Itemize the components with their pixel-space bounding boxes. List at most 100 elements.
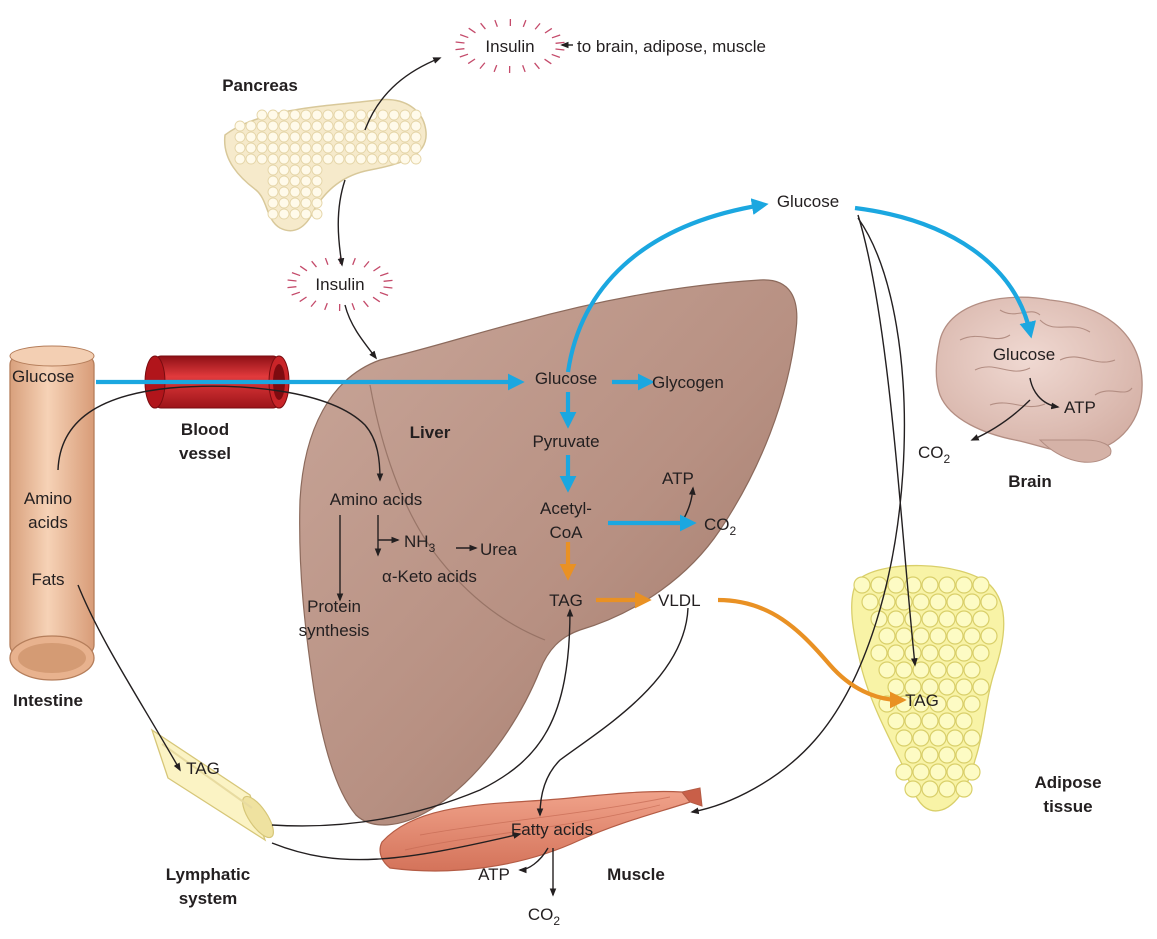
tissue-cell	[400, 154, 410, 164]
tissue-cell	[301, 121, 311, 131]
tissue-cell	[400, 132, 410, 142]
tissue-cell	[905, 781, 921, 797]
tissue-cell	[235, 143, 245, 153]
insulin-ray	[364, 261, 369, 267]
tissue-cell	[235, 154, 245, 164]
tissue-cell	[905, 747, 921, 763]
tissue-cell	[257, 132, 267, 142]
tissue-cell	[268, 121, 278, 131]
tissue-cell	[268, 165, 278, 175]
tissue-cell	[235, 132, 245, 142]
tissue-cell	[257, 143, 267, 153]
tissue-cell	[922, 747, 938, 763]
tissue-cell	[268, 132, 278, 142]
tissue-cell	[345, 121, 355, 131]
tissue-cell	[334, 110, 344, 120]
insulin-ray	[364, 301, 369, 307]
tissue-cell	[896, 628, 912, 644]
tissue-cell	[290, 209, 300, 219]
insulin-ray	[552, 35, 560, 38]
fats-label: Fats	[31, 570, 64, 589]
insulin-ray	[373, 266, 380, 271]
tissue-cell	[930, 662, 946, 678]
tissue-cell	[323, 154, 333, 164]
tissue-cell	[939, 747, 955, 763]
co2-muscle-label: CO2	[528, 905, 561, 928]
tissue-cell	[257, 121, 267, 131]
tissue-cell	[871, 645, 887, 661]
tissue-cell	[301, 110, 311, 120]
tissue-cell	[334, 143, 344, 153]
tag-lymph-label: TAG	[186, 759, 220, 778]
tissue-cell	[956, 781, 972, 797]
tissue-cell	[922, 645, 938, 661]
tissue-cell	[879, 662, 895, 678]
tissue-cell	[268, 143, 278, 153]
co2-brain-label: CO2	[918, 443, 951, 466]
vldl-label: VLDL	[658, 591, 701, 610]
insulin-ray	[495, 20, 497, 27]
arrow-insulin-to-liver	[345, 305, 376, 358]
tissue-cell	[301, 209, 311, 219]
tissue-cell	[389, 154, 399, 164]
insulin-ray	[384, 280, 393, 281]
tissue-cell	[411, 143, 421, 153]
tissue-cell	[964, 662, 980, 678]
tissue-cell	[947, 662, 963, 678]
tissue-cell	[378, 154, 388, 164]
tissue-cell	[389, 132, 399, 142]
insulin-ray	[384, 287, 393, 288]
tissue-cell	[947, 730, 963, 746]
insulin-ray	[460, 54, 468, 57]
tissue-cell	[268, 198, 278, 208]
tag-liver-label: TAG	[549, 591, 583, 610]
adipose-label-line2: tissue	[1043, 797, 1092, 816]
pancreas-label: Pancreas	[222, 76, 298, 95]
insulin-ray	[545, 28, 552, 33]
tissue-cell	[913, 628, 929, 644]
tissue-cell	[964, 628, 980, 644]
tissue-cell	[290, 110, 300, 120]
tissue-cell	[411, 110, 421, 120]
tissue-cell	[964, 594, 980, 610]
tissue-cell	[981, 628, 997, 644]
tissue-cell	[973, 611, 989, 627]
tissue-cell	[947, 764, 963, 780]
tissue-cell	[312, 110, 322, 120]
insulin-ray	[460, 35, 468, 38]
acetyl-coa-label-line1: Acetyl-	[540, 499, 592, 518]
tissue-cell	[854, 577, 870, 593]
tissue-cell	[279, 121, 289, 131]
tissue-cell	[345, 143, 355, 153]
tissue-cell	[879, 628, 895, 644]
pyruvate-label: Pyruvate	[532, 432, 599, 451]
tissue-cell	[973, 679, 989, 695]
tissue-cell	[389, 110, 399, 120]
tissue-cell	[930, 764, 946, 780]
insulin-ray	[311, 301, 316, 307]
glycogen-label: Glycogen	[652, 373, 724, 392]
tissue-cell	[301, 154, 311, 164]
brain-organ	[936, 297, 1142, 462]
tissue-cell	[913, 730, 929, 746]
amino-acids-intestine-line1: Amino	[24, 489, 72, 508]
tissue-cell	[301, 132, 311, 142]
tissue-cell	[964, 764, 980, 780]
tissue-cell	[290, 154, 300, 164]
tag-adipose-label: TAG	[905, 691, 939, 710]
tissue-cell	[367, 143, 377, 153]
tissue-cell	[312, 187, 322, 197]
keto-acids-label: α-Keto acids	[382, 567, 477, 586]
insulin-ray	[552, 54, 560, 57]
tissue-cell	[947, 594, 963, 610]
tissue-cell	[939, 645, 955, 661]
tissue-cell	[922, 577, 938, 593]
arrow-pancreas-to-insulin-mid	[338, 180, 345, 265]
insulin-ray	[292, 273, 300, 276]
insulin-ray	[300, 297, 307, 302]
insulin-ray	[287, 287, 296, 288]
lymphatic-label-line2: system	[179, 889, 238, 908]
tissue-cell	[334, 154, 344, 164]
insulin-top-label: Insulin	[485, 37, 534, 56]
insulin-ray	[312, 261, 317, 267]
